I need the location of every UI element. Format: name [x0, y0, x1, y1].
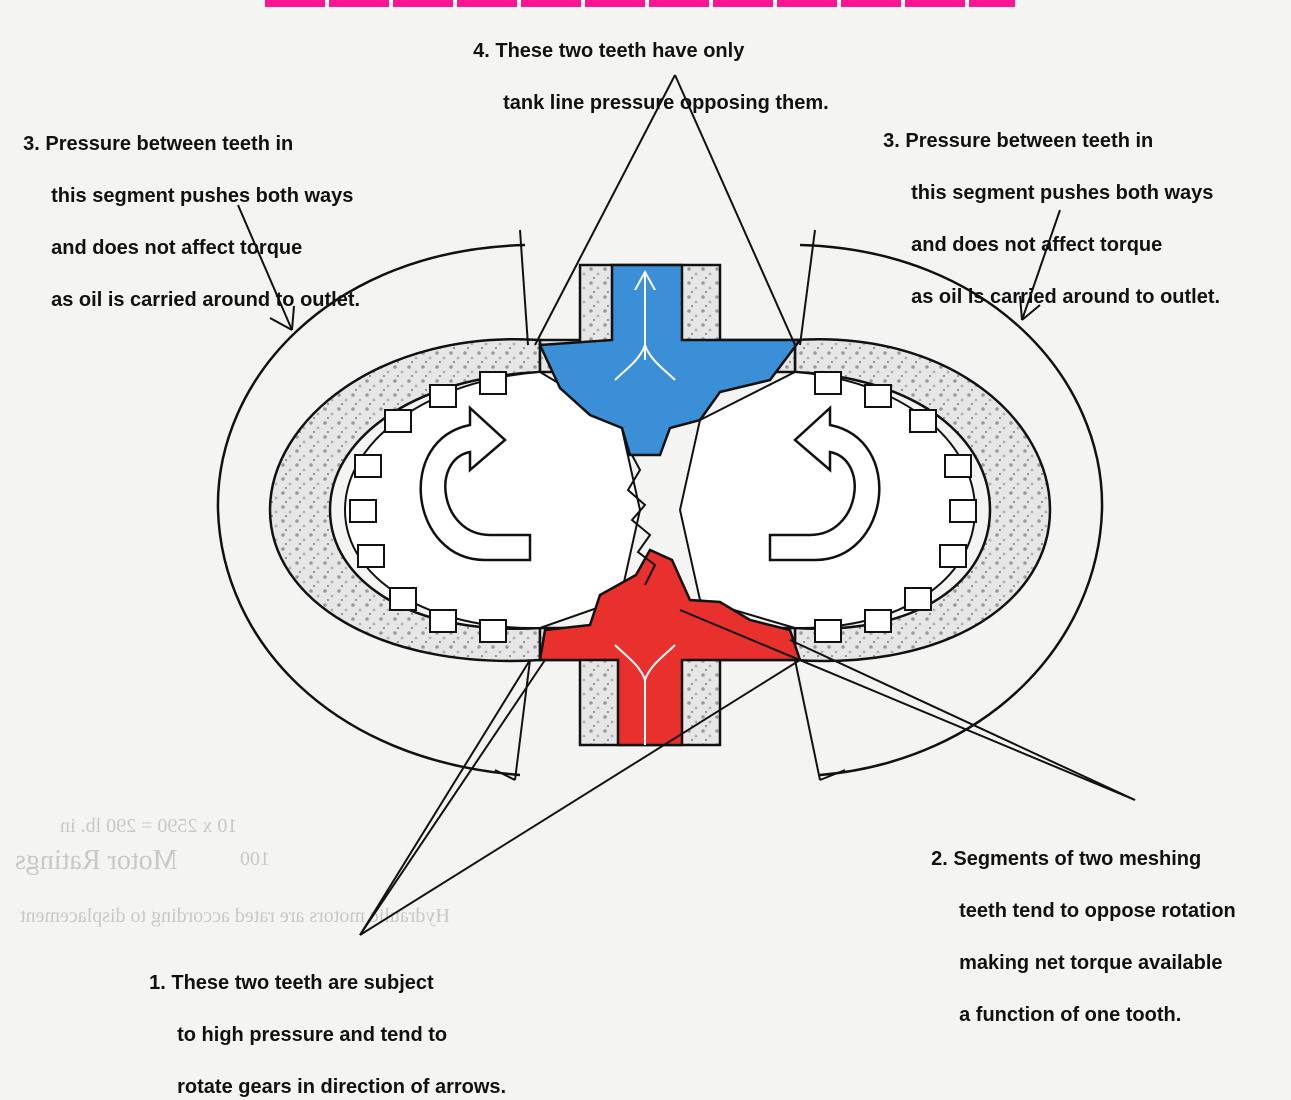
callout-3-right-number: 3.	[883, 130, 900, 152]
callout-1-line-3: rotate gears in direction of arrows.	[149, 1076, 506, 1098]
callout-3-right: 3. Pressure between teeth in this segmen…	[872, 102, 1220, 310]
callout-2-line-4: a function of one tooth.	[931, 1004, 1181, 1026]
callout-3-right-line-4: as oil is carried around to outlet.	[883, 286, 1220, 308]
callout-2-line-3: making net torque available	[931, 952, 1222, 974]
callout-3-left: 3. Pressure between teeth in this segmen…	[12, 105, 360, 313]
callout-2-number: 2.	[931, 848, 948, 870]
callout-4-line-2: tank line pressure opposing them.	[473, 92, 829, 114]
callout-3-right-line-2: this segment pushes both ways	[883, 182, 1213, 204]
callout-3-left-line-4: as oil is carried around to outlet.	[23, 289, 360, 311]
callout-3-right-line-3: and does not affect torque	[883, 234, 1162, 256]
callout-3-right-line-1: Pressure between teeth in	[905, 130, 1153, 152]
callout-4: 4. These two teeth have only tank line p…	[462, 12, 829, 116]
callout-4-line-1: These two teeth have only	[495, 40, 744, 62]
callout-3-left-line-1: Pressure between teeth in	[45, 133, 293, 155]
callout-1-line-1: These two teeth are subject	[171, 972, 433, 994]
callout-4-number: 4.	[473, 40, 490, 62]
callout-2: 2. Segments of two meshing teeth tend to…	[920, 820, 1236, 1028]
callout-1-number: 1.	[149, 972, 166, 994]
callout-2-line-1: Segments of two meshing	[953, 848, 1201, 870]
callout-3-left-number: 3.	[23, 133, 40, 155]
callout-1: 1. These two teeth are subject to high p…	[138, 944, 506, 1100]
callout-2-line-2: teeth tend to oppose rotation	[931, 900, 1236, 922]
callout-3-left-line-2: this segment pushes both ways	[23, 185, 353, 207]
callout-1-line-2: to high pressure and tend to	[149, 1024, 447, 1046]
callout-3-left-line-3: and does not affect torque	[23, 237, 302, 259]
